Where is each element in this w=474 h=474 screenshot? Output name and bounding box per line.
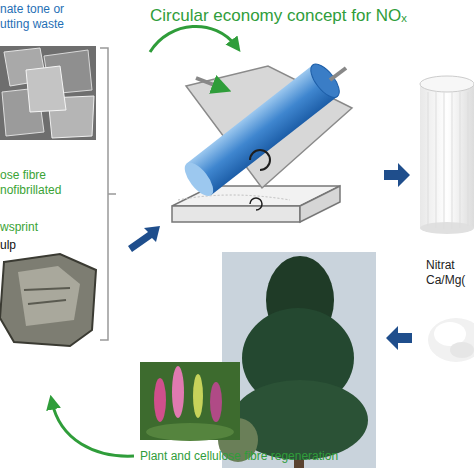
regeneration-arrow [52,402,134,456]
roller-illustration [172,59,352,222]
tree-image [218,252,376,468]
material-label: nate tone or utting waste [0,2,82,32]
product-label: Nitrat Ca/Mg( [426,258,474,288]
flower-image [140,362,240,441]
bracket [100,48,116,340]
nitrate-powder [428,318,474,362]
rock-image [0,254,96,346]
sem-image [0,46,96,140]
material-label: ose fibre nofibrillated [0,168,82,198]
caption-label: Plant and cellulose fibre regeneration [140,449,440,464]
recycle-arrow [150,26,236,52]
material-label: wsprint [0,220,82,235]
filter-cylinder [420,76,474,234]
material-label: ulp [0,238,82,253]
title: Circular economy concept for NOₓ [150,6,407,26]
